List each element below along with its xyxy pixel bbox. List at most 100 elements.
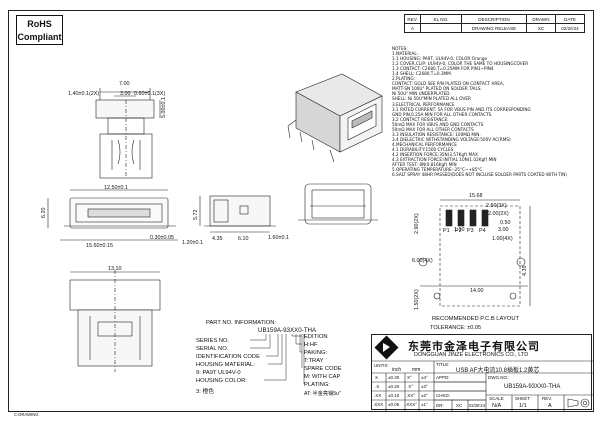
company-name-en: DONGGUAN JINZE ELECTRONICS CO., LTD <box>414 352 529 358</box>
pn-right-5: M: WITH CAP <box>304 374 341 380</box>
top-view <box>95 88 161 179</box>
units-inch: inch <box>392 367 402 373</box>
dim-pcb-600: 6.00(4X) <box>412 258 433 264</box>
tol-1-a: .X <box>375 384 380 389</box>
revision-table: REV. EL NO. DESCRIPTION DRAWN DATE A DRA… <box>404 14 585 33</box>
dim-side-120: 1.20±0.1 <box>182 240 203 246</box>
drawing-frame <box>8 10 594 412</box>
note-line: 5.OPERATING TEMPERATURE:-25°C~+85°C <box>392 167 483 173</box>
title-block: 东莞市金泽电子有限公司 DONGGUAN JINZE ELECTRONICS C… <box>371 334 593 411</box>
title-label: TITLE: <box>436 362 450 367</box>
pn-leader-lines <box>250 334 305 384</box>
note-line: 2.PLATING: <box>392 76 416 82</box>
pn-left-2: IDENTIFICATION CODE <box>196 354 260 360</box>
tol-2-c: .XX° <box>406 393 416 398</box>
isometric-view <box>287 73 383 163</box>
chkd-label: CHKD: <box>436 393 451 398</box>
dim-pcb-300: 3.00 <box>498 227 509 233</box>
company-logo <box>374 335 399 360</box>
tol-0-b: ±0.30 <box>388 375 400 380</box>
pn-code: UB159A-93XX0-THA <box>258 327 317 334</box>
dim-pcb-200: 2.00(2X) <box>488 211 509 217</box>
note-line: 3.ELECTRICAL PERFORMANCE <box>392 101 455 107</box>
note-line: Ni 50U" MIN UNDERPLATED. <box>392 91 451 97</box>
drawn-date: 02/26'24 <box>469 403 485 408</box>
drawing-title: USB AF大电流10.8插板1.2黄芯 <box>456 368 540 374</box>
drawing-format: C-DRAWING <box>14 412 39 417</box>
note-line: 3.1 RATED CURRENT: 5A FOR VBUS PIN AND I… <box>392 106 531 112</box>
units-label: UNITS: <box>374 363 389 368</box>
tol-3-d: ±1° <box>421 402 428 407</box>
note-line: 1.3 CONTACT: C2680,T=0.25MM FOR PIN1~PIN… <box>392 66 494 72</box>
dim-pcb-100: 1.00(4X) <box>492 236 513 242</box>
scale-label: SCALE <box>489 396 504 401</box>
pcb-tolerance: TOLERANCE: ±0.05 <box>430 325 482 331</box>
dim-pcb-435: 4.35 <box>522 266 528 277</box>
dwg-no-label: DWG.NO.: <box>488 375 510 380</box>
note-line: 50mΩ MAX FOR VBUS AND GND CONTACTS <box>392 121 484 127</box>
dim-side-435: 4.35 <box>212 236 223 242</box>
dim-pcb-150: 1.50(2X) <box>414 289 420 310</box>
pcb-layout-title: RECOMMENDED P.C.B LAYOUT <box>432 316 520 322</box>
dim-front-620: 6.20 <box>41 208 47 219</box>
projection-symbol <box>567 398 590 408</box>
note-line: 4.2 INSERTION FORCE:35N(3.57Kgf) MAX. <box>392 151 480 157</box>
dim-front-030: 0.30±0.05 <box>150 235 174 241</box>
pn-left-0: SERIES NO. <box>196 338 230 344</box>
pcb-pin-1: P1 <box>443 228 450 234</box>
rear-view <box>298 183 378 225</box>
dim-side-160: 1.60±0.1 <box>268 235 289 241</box>
scale-value: N/A <box>492 403 502 409</box>
note-line: 6.SALT SPRAY 48HR PASSED(DOES NOT INCLUS… <box>392 172 567 178</box>
dim-front-1560: 15.60±0.15 <box>86 243 113 249</box>
pn-header: PART NO. INFORMATION: <box>206 320 277 326</box>
pn-left-1: SERIAL NO. <box>196 346 229 352</box>
front-view <box>47 189 178 241</box>
company-name-cn: 东莞市金泽电子有限公司 <box>408 341 540 353</box>
pn-left-6: 3: 橙色 <box>196 389 215 395</box>
bottom-view <box>69 270 161 372</box>
side-view <box>199 195 276 233</box>
note-line: 1.4 SHELL: C2680,T=0.3MM. <box>392 71 453 77</box>
pn-right-3: T:TRAY <box>304 358 324 364</box>
rohs-line1: RoHS <box>27 19 52 29</box>
tol-1-b: ±0.20 <box>388 384 400 389</box>
pcb-layout <box>418 199 531 307</box>
dwg-no: UB159A-93XX0-THA <box>504 384 561 390</box>
note-line: 4.MECHANICAL PERFORMANCE <box>392 141 457 147</box>
note-line: 1.1 HOUSING: PA9T, UL94V-0, COLOR Orange <box>392 56 488 62</box>
pn-right-1: H:HF <box>304 342 318 348</box>
note-line: AFTER TEST: 8N(0.816Kgf) MIN <box>392 162 457 168</box>
tol-3-c: .XXX° <box>405 402 418 407</box>
notes-list: NOTES:1.MATERIAL:1.1 HOUSING: PA9T, UL94… <box>392 46 590 177</box>
note-line: 1.MATERIAL: <box>392 51 419 57</box>
dim-top-left: 1.40±0.1(2X) <box>68 91 99 97</box>
note-line: 3.4 DIELECTRIC WITHSTANDING VOLTAGE:500V… <box>392 136 511 142</box>
part-number-info: PART NO. INFORMATION: UB159A-93XX0-THA S… <box>196 320 356 416</box>
note-line: CONTACT: GOLD SEE P/N PLATED ON CONTACT … <box>392 81 505 87</box>
tol-1-d: ±3° <box>421 384 428 389</box>
pn-right-7: AT: 半金亮锡5u" <box>304 391 341 397</box>
note-line: MATT-SN 100U" PLATED ON SOLDER TAILS. <box>392 86 482 92</box>
pn-right-6: PLATING: <box>304 382 330 388</box>
pn-right-4: SPARE CODE <box>304 366 342 372</box>
sheet-value: 1/1 <box>519 403 527 409</box>
dim-pcb-1400: 14.00 <box>470 288 484 294</box>
dim-bottom-1310: 13.10 <box>108 266 122 272</box>
drawn-by: XC <box>456 403 463 408</box>
note-line: GND PIN,0.25A MIN FOR ALL OTHER CONTACTS… <box>392 111 493 117</box>
tol-3-a: .XXX <box>373 402 384 407</box>
dim-pcb-290: 2.90(2X) <box>414 213 420 234</box>
dim-top-300: 3.00 <box>120 91 131 97</box>
dim-top-height: 5.00±0.1 <box>161 97 167 118</box>
pn-left-3: HOUSING MATERIAL: <box>196 362 255 368</box>
dim-side-572: 5.72 <box>193 210 199 221</box>
tol-2-b: ±0.10 <box>388 393 400 398</box>
pn-right-0: EDITION <box>304 334 328 340</box>
dim-pcb-110: 1.10 <box>454 227 465 233</box>
note-line: 3.2 CONTACT RESISTANCE: <box>392 116 449 122</box>
dim-pcb-250: 2.50(3X) <box>486 203 507 209</box>
note-line: SHELL: Ni 50U"MIN PLATED ALL OVER <box>392 96 471 102</box>
pcb-pin-3: P3 <box>467 228 474 234</box>
